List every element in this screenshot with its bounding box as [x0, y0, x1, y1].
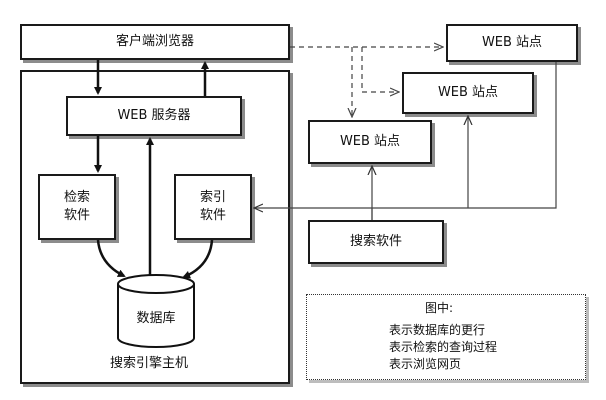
legend-title: 图中:	[425, 301, 454, 315]
host-label: 搜索引擎主机	[110, 356, 189, 371]
search-to-db-arrow	[96, 239, 126, 278]
web-site-box-2: WEB 站点	[402, 72, 534, 114]
search-software-box: 检索 软件	[38, 174, 116, 240]
crawler-software-box: 搜索软件	[308, 220, 444, 264]
legend-item-thick: 表示检索的查询过程	[389, 340, 498, 354]
legend-box: 图中: 表示数据库的更行 表示检索的查询过程 表示浏览网页	[306, 294, 586, 380]
database-cylinder	[117, 274, 195, 348]
index-software-box: 索引 软件	[174, 174, 252, 240]
search-software-label: 检索 软件	[63, 190, 90, 223]
legend-item-dashed: 表示浏览网页	[389, 357, 462, 371]
client-browser-label: 客户端浏览器	[115, 34, 194, 50]
index-software-label: 索引 软件	[199, 190, 226, 223]
web-site-label-1: WEB 站点	[481, 35, 543, 51]
web-site-label-3: WEB 站点	[339, 134, 401, 150]
crawler-to-index-arrow	[255, 62, 557, 208]
web-server-box: WEB 服务器	[66, 96, 242, 136]
web-site-label-2: WEB 站点	[437, 85, 499, 101]
client-browser-box: 客户端浏览器	[20, 24, 290, 60]
web-site-box-3: WEB 站点	[308, 120, 432, 164]
crawler-software-label: 搜索软件	[349, 234, 402, 250]
legend-item-thin: 表示数据库的更行	[389, 323, 486, 337]
browse-to-site2-arrow	[361, 47, 398, 92]
database-label: 数据库	[136, 311, 176, 326]
web-server-label: WEB 服务器	[117, 108, 191, 124]
web-site-box-1: WEB 站点	[446, 24, 578, 62]
index-to-db-arrow	[182, 239, 214, 279]
